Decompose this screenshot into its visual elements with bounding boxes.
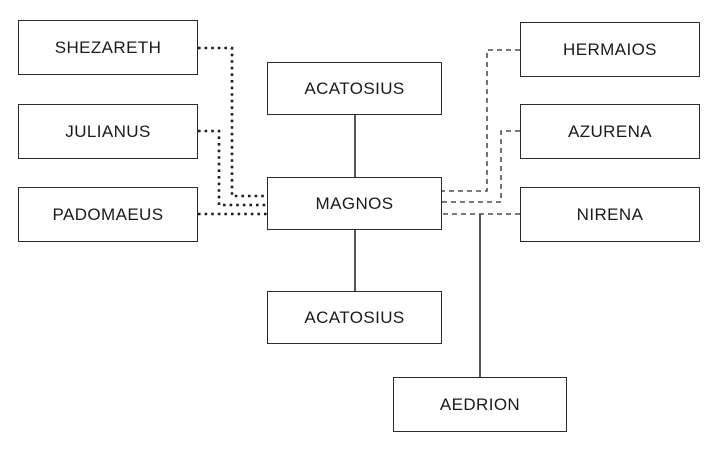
node-azurena: AZURENA <box>520 104 700 159</box>
node-shezareth-label: SHEZARETH <box>54 37 162 57</box>
node-hermaios-label: HERMAIOS <box>563 39 657 59</box>
node-aedrion: AEDRION <box>393 377 567 432</box>
node-magnos: MAGNOS <box>267 177 442 230</box>
node-magnos-label: MAGNOS <box>315 193 394 213</box>
node-julianus: JULIANUS <box>18 104 198 159</box>
node-acatosius-bottom-label: ACATOSIUS <box>304 307 405 327</box>
node-aedrion-label: AEDRION <box>439 394 521 414</box>
node-acatosius-top: ACATOSIUS <box>267 62 442 115</box>
node-azurena-label: AZURENA <box>567 121 653 141</box>
node-padomaeus-label: PADOMAEUS <box>52 204 164 224</box>
node-shezareth: SHEZARETH <box>18 20 198 75</box>
node-nirena: NIRENA <box>520 187 700 242</box>
edge-azurena-magnos <box>442 130 520 203</box>
node-hermaios: HERMAIOS <box>520 22 700 77</box>
node-acatosius-bottom: ACATOSIUS <box>267 291 442 344</box>
node-julianus-label: JULIANUS <box>65 121 151 141</box>
node-padomaeus: PADOMAEUS <box>18 187 198 242</box>
node-acatosius-top-label: ACATOSIUS <box>304 78 405 98</box>
node-nirena-label: NIRENA <box>576 204 644 224</box>
edge-shezareth-magnos <box>198 46 267 198</box>
edge-julianus-magnos <box>198 129 267 207</box>
edge-hermaios-magnos <box>442 49 520 192</box>
